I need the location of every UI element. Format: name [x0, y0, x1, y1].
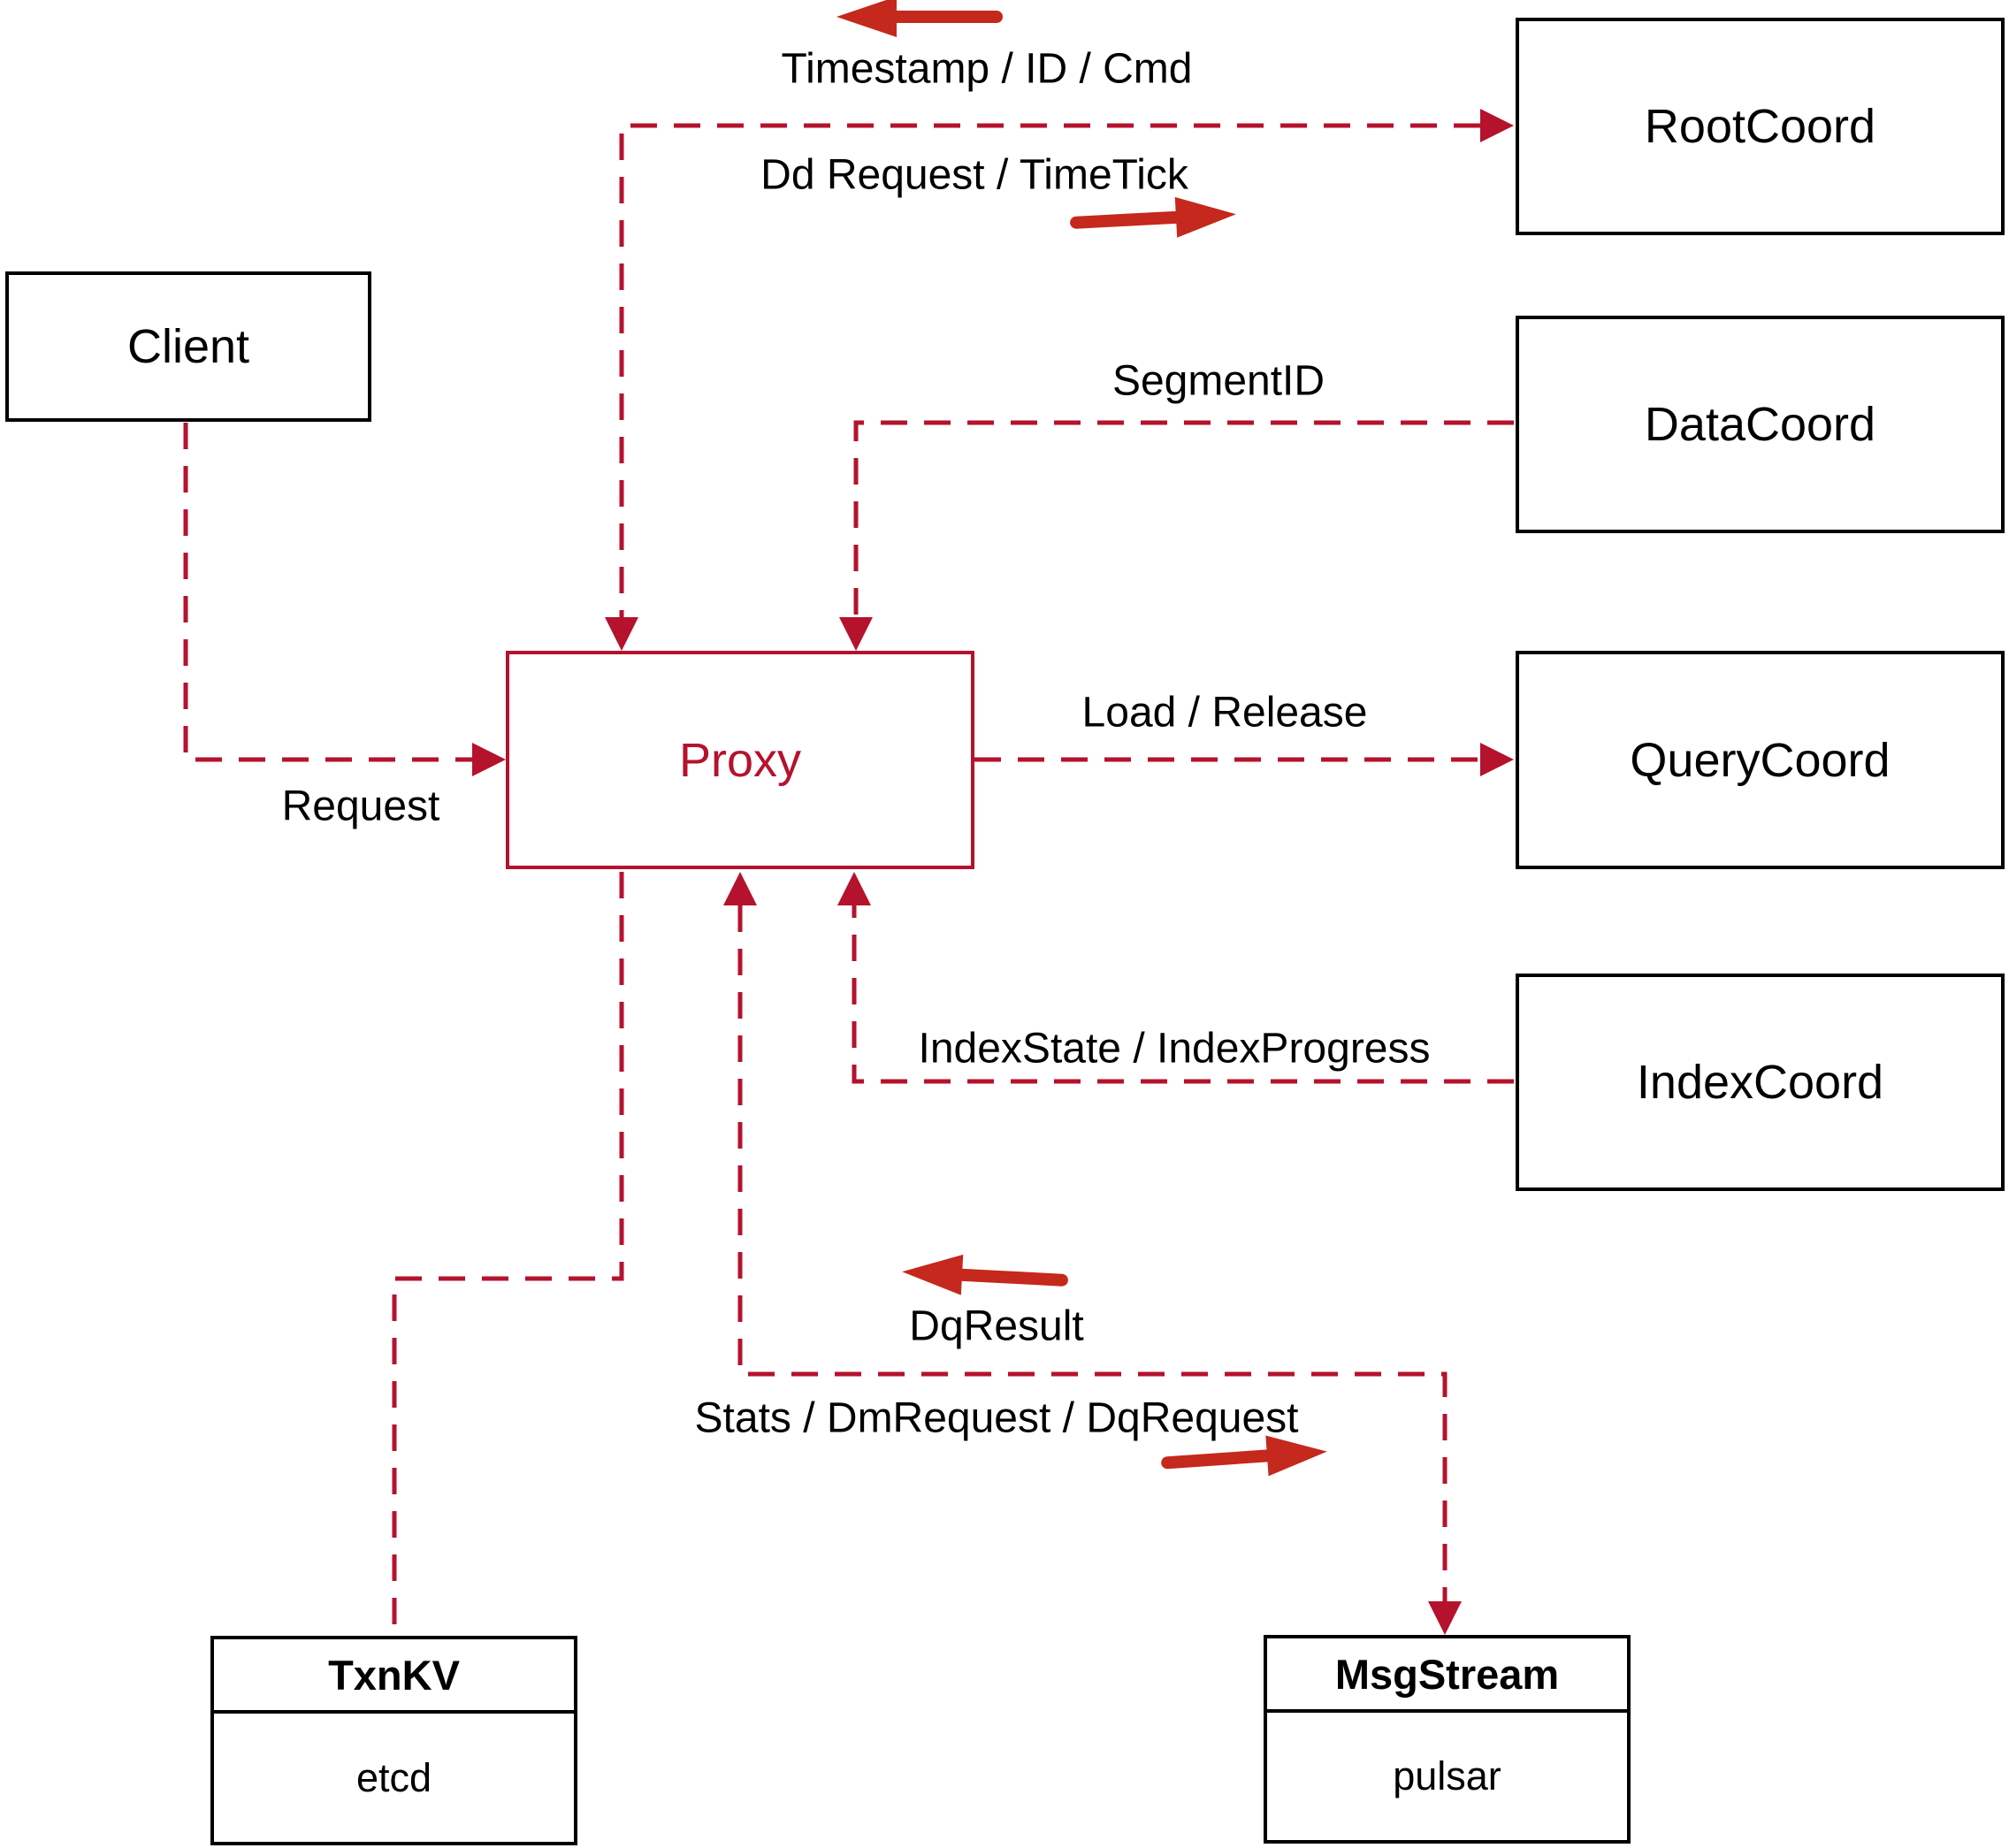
node-indexcoord-label: IndexCoord [1636, 1056, 1884, 1109]
direction-arrow-left-dqresult-icon [898, 1249, 1068, 1302]
arrowhead-into-proxy-bottom-right-icon [837, 872, 871, 905]
node-client: Client [5, 271, 371, 422]
node-client-label: Client [126, 320, 250, 373]
edge-label-dqresult: DqResult [909, 1302, 1084, 1350]
node-msgstream-title: MsgStream [1267, 1638, 1627, 1713]
node-datacoord: DataCoord [1516, 316, 2005, 533]
arrowhead-into-proxy-bottom-left-icon [723, 872, 757, 905]
arrowhead-into-proxy-top-right-icon [839, 617, 873, 651]
direction-arrow-right-ddrequest-icon [1070, 192, 1241, 245]
node-txnkv-impl: etcd [355, 1754, 432, 1800]
edge-label-segmentid: SegmentID [1111, 357, 1325, 405]
arrowhead-into-rootcoord-icon [1480, 109, 1514, 142]
edge-indexcoord-proxy [852, 905, 1514, 1084]
edge-label-load-release: Load / Release [1081, 689, 1368, 737]
edge-client-proxy [183, 423, 472, 762]
node-txnkv-title: TxnKV [214, 1639, 574, 1714]
node-rootcoord: RootCoord [1516, 18, 2005, 235]
node-indexcoord: IndexCoord [1516, 974, 2005, 1191]
node-datacoord-label: DataCoord [1644, 398, 1876, 451]
arrowhead-into-proxy-left-icon [472, 743, 506, 776]
edge-label-stats-dmrequest-dqrequest: Stats / DmRequest / DqRequest [694, 1394, 1299, 1442]
node-rootcoord-label: RootCoord [1644, 100, 1876, 153]
edge-proxy-rootcoord [619, 123, 1480, 617]
node-proxy-label: Proxy [678, 733, 802, 787]
arrowhead-into-msgstream-icon [1428, 1601, 1462, 1635]
node-querycoord: QueryCoord [1516, 651, 2005, 869]
arrowhead-into-proxy-top-left-icon [605, 617, 638, 651]
edge-label-dd-request-timetick: Dd Request / TimeTick [760, 151, 1188, 199]
node-msgstream-impl: pulsar [1393, 1753, 1501, 1798]
edge-label-indexstate-indexprogress: IndexState / IndexProgress [918, 1025, 1431, 1073]
edge-proxy-msgstream [737, 905, 1448, 1601]
direction-arrow-right-stats-icon [1161, 1429, 1332, 1485]
node-txnkv: TxnKV etcd [210, 1636, 577, 1845]
edge-proxy-txnkv [392, 872, 624, 1634]
node-proxy: Proxy [506, 651, 974, 869]
edge-label-request: Request [281, 783, 440, 830]
node-msgstream: MsgStream pulsar [1264, 1635, 1631, 1844]
node-querycoord-label: QueryCoord [1630, 733, 1891, 787]
arrowhead-into-querycoord-icon [1480, 743, 1514, 776]
edge-datacoord-proxy [853, 420, 1514, 617]
direction-arrow-left-timestamp-icon [833, 0, 1003, 39]
edge-label-timestamp-id-cmd: Timestamp / ID / Cmd [781, 45, 1193, 93]
